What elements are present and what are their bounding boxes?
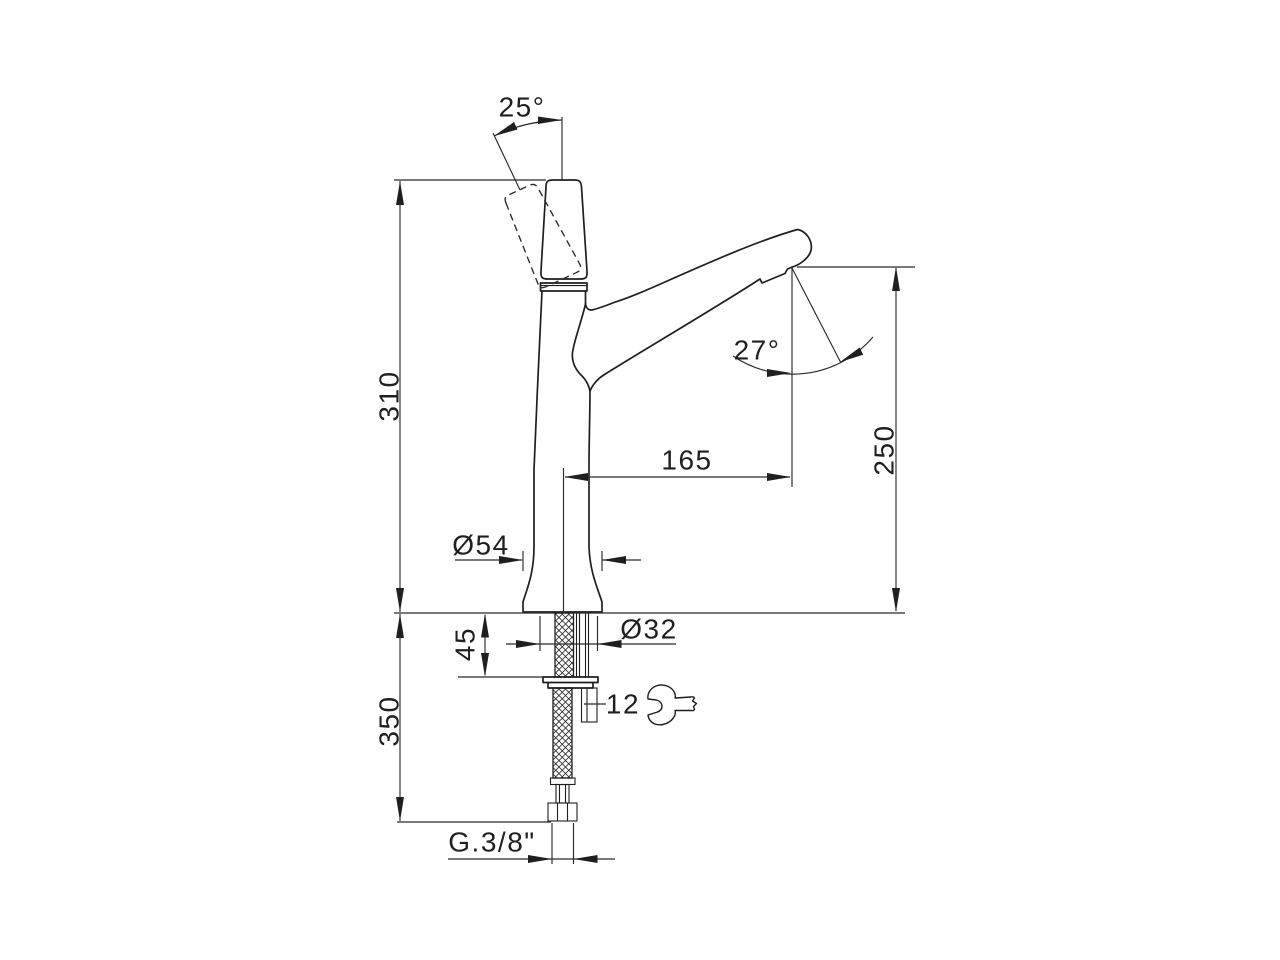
dimension-lines [394, 117, 915, 864]
handle-lever [540, 179, 588, 280]
dim-spout-angle-label: 27° [734, 335, 781, 366]
faucet-body [522, 290, 603, 613]
dim-deck-clamp-range-label: 45 [450, 627, 481, 661]
dim-supply-thread-label: G.3/8" [448, 827, 535, 858]
dim-spout-reach-label: 165 [661, 445, 712, 476]
dim-height-above-deck-label: 310 [374, 370, 405, 421]
mounting-flange [542, 676, 599, 689]
dim-length-below-deck-label: 350 [374, 695, 405, 746]
dimension-arrowheads [396, 116, 900, 863]
open-end-wrench-icon [647, 684, 698, 726]
dim-base-diameter-label: Ø54 [452, 530, 509, 561]
dim-hex-key-size-label: 12 [606, 689, 640, 720]
under-deck-hardware [542, 612, 599, 822]
mounting-stud-nut [580, 687, 598, 723]
handle-lever-rotated-dashed [504, 183, 582, 289]
dim-spout-height-label: 250 [869, 424, 900, 475]
faucet-spout [584, 228, 813, 392]
handle-collar [539, 282, 588, 292]
hose-hex-nut [547, 802, 578, 822]
hose-ferrule [549, 777, 576, 786]
braided-hose-upper [554, 612, 575, 678]
braided-hose-lower [552, 687, 573, 779]
faucet-outline [504, 179, 813, 613]
dim-hole-diameter-label: Ø32 [620, 614, 677, 645]
dimension-labels: 310 350 250 45 165 Ø54 Ø32 25° 27° 12 G.… [374, 92, 900, 858]
dim-handle-angle-label: 25° [499, 92, 546, 123]
